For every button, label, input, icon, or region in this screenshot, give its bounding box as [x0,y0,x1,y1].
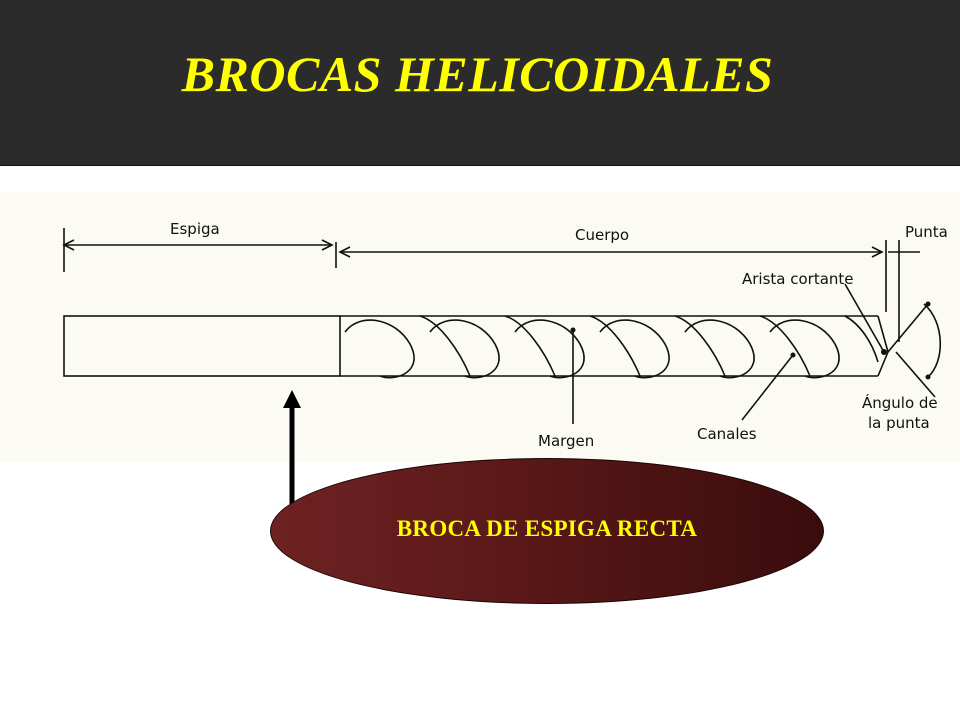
title-bar: BROCAS HELICOIDALES [0,0,960,166]
callout-text: BROCA DE ESPIGA RECTA [396,516,698,541]
drill-bit-diagram: Espiga Cuerpo Punta Arista cortante Ángu… [0,192,960,462]
drill-shank [63,315,341,377]
arrowhead [62,239,75,251]
label-angulo-line1: Ángulo de [862,393,938,412]
margen-point [570,327,576,333]
label-canales: Canales [697,425,757,443]
angulo-leader [895,351,936,398]
angle-arc-point [925,301,931,307]
canales-point [790,352,796,358]
angle-arc-point [925,374,931,380]
angle-ray-upper [887,303,929,353]
helical-flutes [344,315,879,379]
slide-title: BROCAS HELICOIDALES [181,45,774,102]
callout-ellipse: BROCA DE ESPIGA RECTA [270,458,824,604]
label-arista-cortante: Arista cortante [742,270,854,288]
label-espiga: Espiga [170,220,220,238]
arista-point [881,349,887,355]
angle-arc [923,303,942,378]
arista-leader [844,283,885,353]
arrowhead [871,246,884,258]
arrow-head [283,390,301,408]
arrowhead [321,239,334,251]
canales-leader [741,354,794,421]
label-margen: Margen [538,432,594,450]
label-punta: Punta [905,223,948,241]
arrowhead [338,246,351,258]
drill-bit-drawing: Espiga Cuerpo Punta Arista cortante Ángu… [62,220,948,450]
label-angulo-line2: la punta [868,414,930,432]
label-cuerpo: Cuerpo [575,226,629,244]
